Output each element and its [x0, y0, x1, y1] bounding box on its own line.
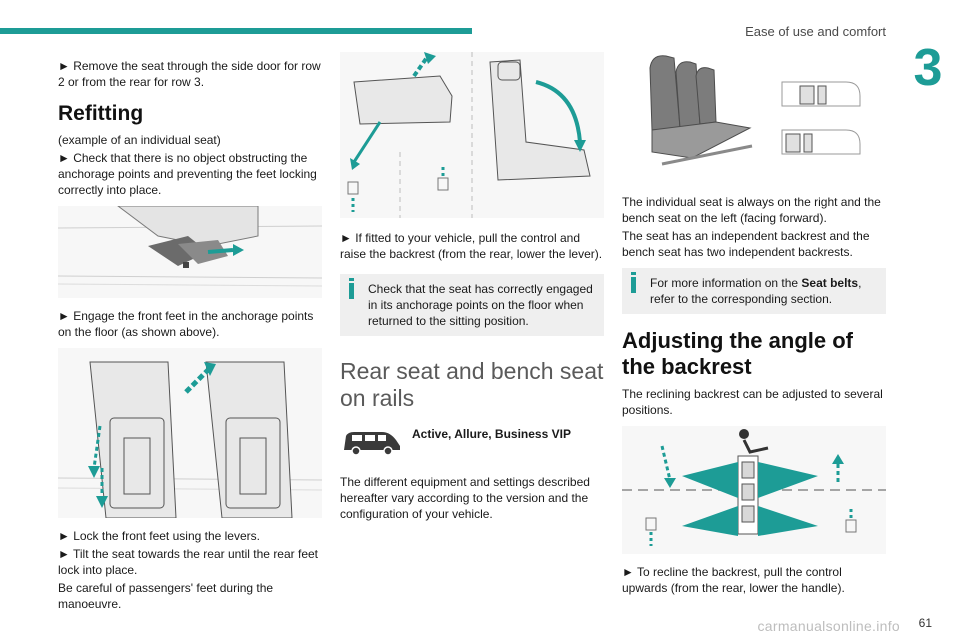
anchorage-illustration	[58, 206, 322, 298]
info-box-seat-belts: For more information on the Seat belts, …	[622, 268, 886, 314]
paragraph-reclining: The reclining backrest can be adjusted t…	[622, 387, 883, 417]
paragraph-remove-seat: ► Remove the seat through the side door …	[58, 59, 321, 89]
info-text-suffix: , refer to the corresponding section.	[650, 276, 862, 306]
chapter-number: 3	[913, 39, 943, 97]
watermark: carmanualsonline.info	[757, 618, 900, 634]
paragraph-lock-feet: ► Lock the front feet using the levers.	[58, 529, 260, 543]
column-2: ► If fitted to your vehicle, pull the co…	[340, 52, 604, 524]
heading-refitting: Refitting	[58, 102, 144, 125]
info-text-prefix: For more information on the	[650, 276, 802, 290]
paragraph-recline-control: ► To recline the backrest, pull the cont…	[622, 565, 845, 595]
header-accent-bar	[0, 28, 472, 34]
lock-levers-illustration	[58, 348, 322, 518]
van-icon	[344, 432, 400, 456]
paragraph-independent-backrest: The seat has an independent backrest and…	[622, 229, 870, 259]
column-3: The individual seat is always on the rig…	[622, 48, 886, 598]
heading-adjust-backrest: Adjusting the angle of the backrest	[622, 328, 853, 379]
raise-backrest-illustration	[340, 52, 604, 218]
paragraph-equipment: The different equipment and settings des…	[340, 475, 590, 521]
paragraph-engage-feet: ► Engage the front feet in the anchorage…	[58, 309, 314, 339]
info-icon	[631, 272, 636, 293]
section-title: Ease of use and comfort	[745, 24, 886, 39]
info-text: Check that the seat has correctly engage…	[368, 282, 593, 328]
heading-rear-seat: Rear seat and bench seat on rails	[340, 358, 604, 411]
paragraph-careful: Be careful of passengers' feet during th…	[58, 581, 274, 611]
recline-backrest-illustration	[622, 426, 886, 554]
paragraph-example: (example of an individual seat)	[58, 133, 221, 147]
seat-layout-illustration	[622, 48, 886, 188]
paragraph-check-obstruction: ► Check that there is no object obstruct…	[58, 151, 317, 197]
paragraph-pull-control: ► If fitted to your vehicle, pull the co…	[340, 231, 603, 261]
page-number: 61	[918, 616, 932, 630]
info-box-seat-engaged: Check that the seat has correctly engage…	[340, 274, 604, 336]
column-1: ► Remove the seat through the side door …	[58, 58, 322, 614]
version-badge: Active, Allure, Business VIP	[340, 426, 604, 458]
info-link-seat-belts[interactable]: Seat belts	[801, 276, 859, 290]
info-icon	[349, 278, 354, 299]
version-list: Active, Allure, Business VIP	[412, 427, 571, 441]
paragraph-tilt-seat: ► Tilt the seat towards the rear until t…	[58, 547, 319, 577]
paragraph-individual-seat: The individual seat is always on the rig…	[622, 195, 881, 225]
